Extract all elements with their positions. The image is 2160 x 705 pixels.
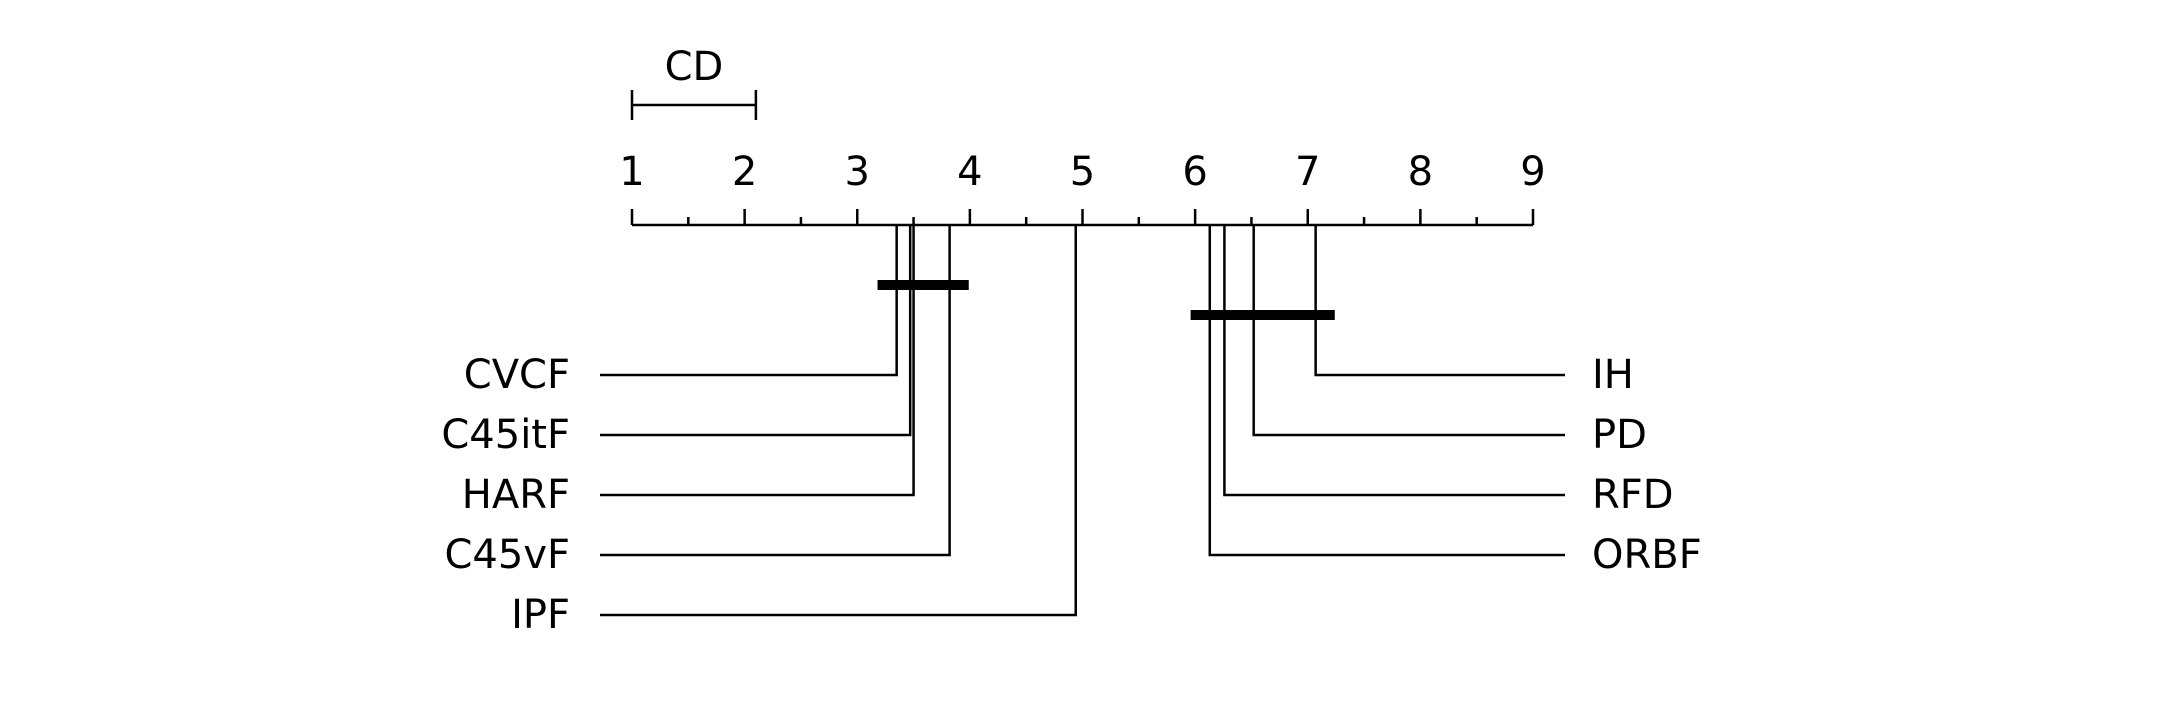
method-label: IH <box>1592 352 1634 398</box>
method-connector <box>600 225 1077 617</box>
tick-label: 6 <box>1182 149 1207 195</box>
tick-label: 4 <box>957 149 982 195</box>
method-connector <box>1208 225 1565 557</box>
tick-label: 2 <box>732 149 757 195</box>
method-label: RFD <box>1592 472 1674 518</box>
tick-label: 1 <box>619 149 644 195</box>
method-connector <box>1314 225 1565 377</box>
tick-label: 7 <box>1295 149 1320 195</box>
method-label: C45itF <box>441 412 570 458</box>
method-connector <box>600 225 898 377</box>
method-connector <box>600 225 915 497</box>
method-connector <box>600 225 912 437</box>
method-label: ORBF <box>1592 532 1702 578</box>
method-label: HARF <box>462 472 570 518</box>
method-list: CVCF C45itF HARF C45vF IPF IH PD RFD ORBF <box>441 225 1702 638</box>
tick-label: 9 <box>1520 149 1545 195</box>
method-connector <box>1252 225 1565 437</box>
clique-bars <box>877 280 1335 320</box>
cd-label: CD <box>665 44 724 90</box>
cd-indicator: CD <box>630 44 758 120</box>
method-connector <box>600 225 951 557</box>
method-label: C45vF <box>444 532 570 578</box>
tick-label: 3 <box>845 149 870 195</box>
tick-label: 5 <box>1070 149 1095 195</box>
method-connector <box>1223 225 1565 497</box>
tick-label: 8 <box>1408 149 1433 195</box>
method-label: CVCF <box>464 352 570 398</box>
method-label: PD <box>1592 412 1647 458</box>
method-label: IPF <box>511 592 570 638</box>
rank-axis: 1 2 3 4 5 6 7 8 9 <box>619 149 1546 227</box>
